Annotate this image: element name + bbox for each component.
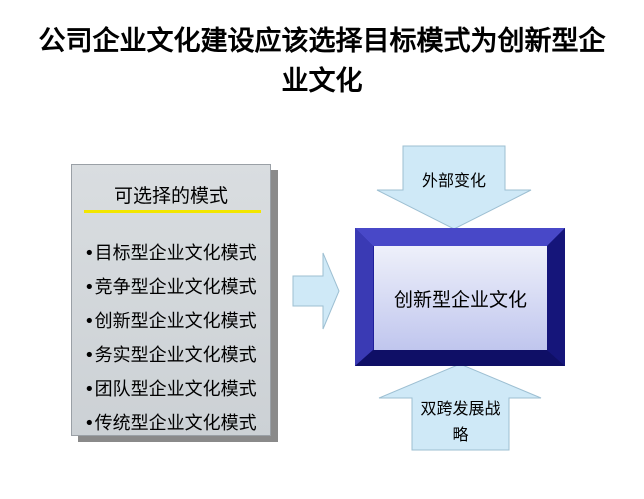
bottom-arrow-label-line-2: 略	[452, 425, 469, 444]
title-line-1: 公司企业文化建设应该选择目标模式为创新型企	[38, 26, 606, 57]
bottom-arrow-label-line-1: 双跨发展战	[420, 399, 501, 418]
options-panel: 可选择的模式 •目标型企业文化模式 •竞争型企业文化模式 •创新型企业文化模式 …	[71, 164, 271, 436]
center-box-label: 创新型企业文化	[393, 288, 527, 311]
options-panel-heading: 可选择的模式	[113, 185, 228, 207]
list-item: •目标型企业文化模式	[84, 243, 257, 264]
list-item: •创新型企业文化模式	[84, 311, 257, 332]
list-item: •团队型企业文化模式	[84, 379, 257, 400]
center-box-bevel	[355, 228, 565, 366]
title-line-2: 业文化	[281, 66, 363, 97]
heading-underline	[84, 210, 261, 213]
list-item: •竞争型企业文化模式	[84, 277, 257, 298]
list-item: •务实型企业文化模式	[84, 345, 257, 366]
page-title: 公司企业文化建设应该选择目标模式为创新型企 业文化	[0, 22, 644, 102]
model-list: •目标型企业文化模式 •竞争型企业文化模式 •创新型企业文化模式 •务实型企业文…	[84, 237, 257, 441]
bottom-arrow-label: 双跨发展战 略	[412, 396, 509, 448]
top-arrow-label: 外部变化	[421, 171, 486, 190]
up-arrow	[378, 363, 542, 451]
list-item: •传统型企业文化模式	[84, 413, 257, 434]
right-arrow	[292, 252, 340, 330]
center-box	[374, 246, 547, 350]
down-arrow	[376, 145, 532, 230]
